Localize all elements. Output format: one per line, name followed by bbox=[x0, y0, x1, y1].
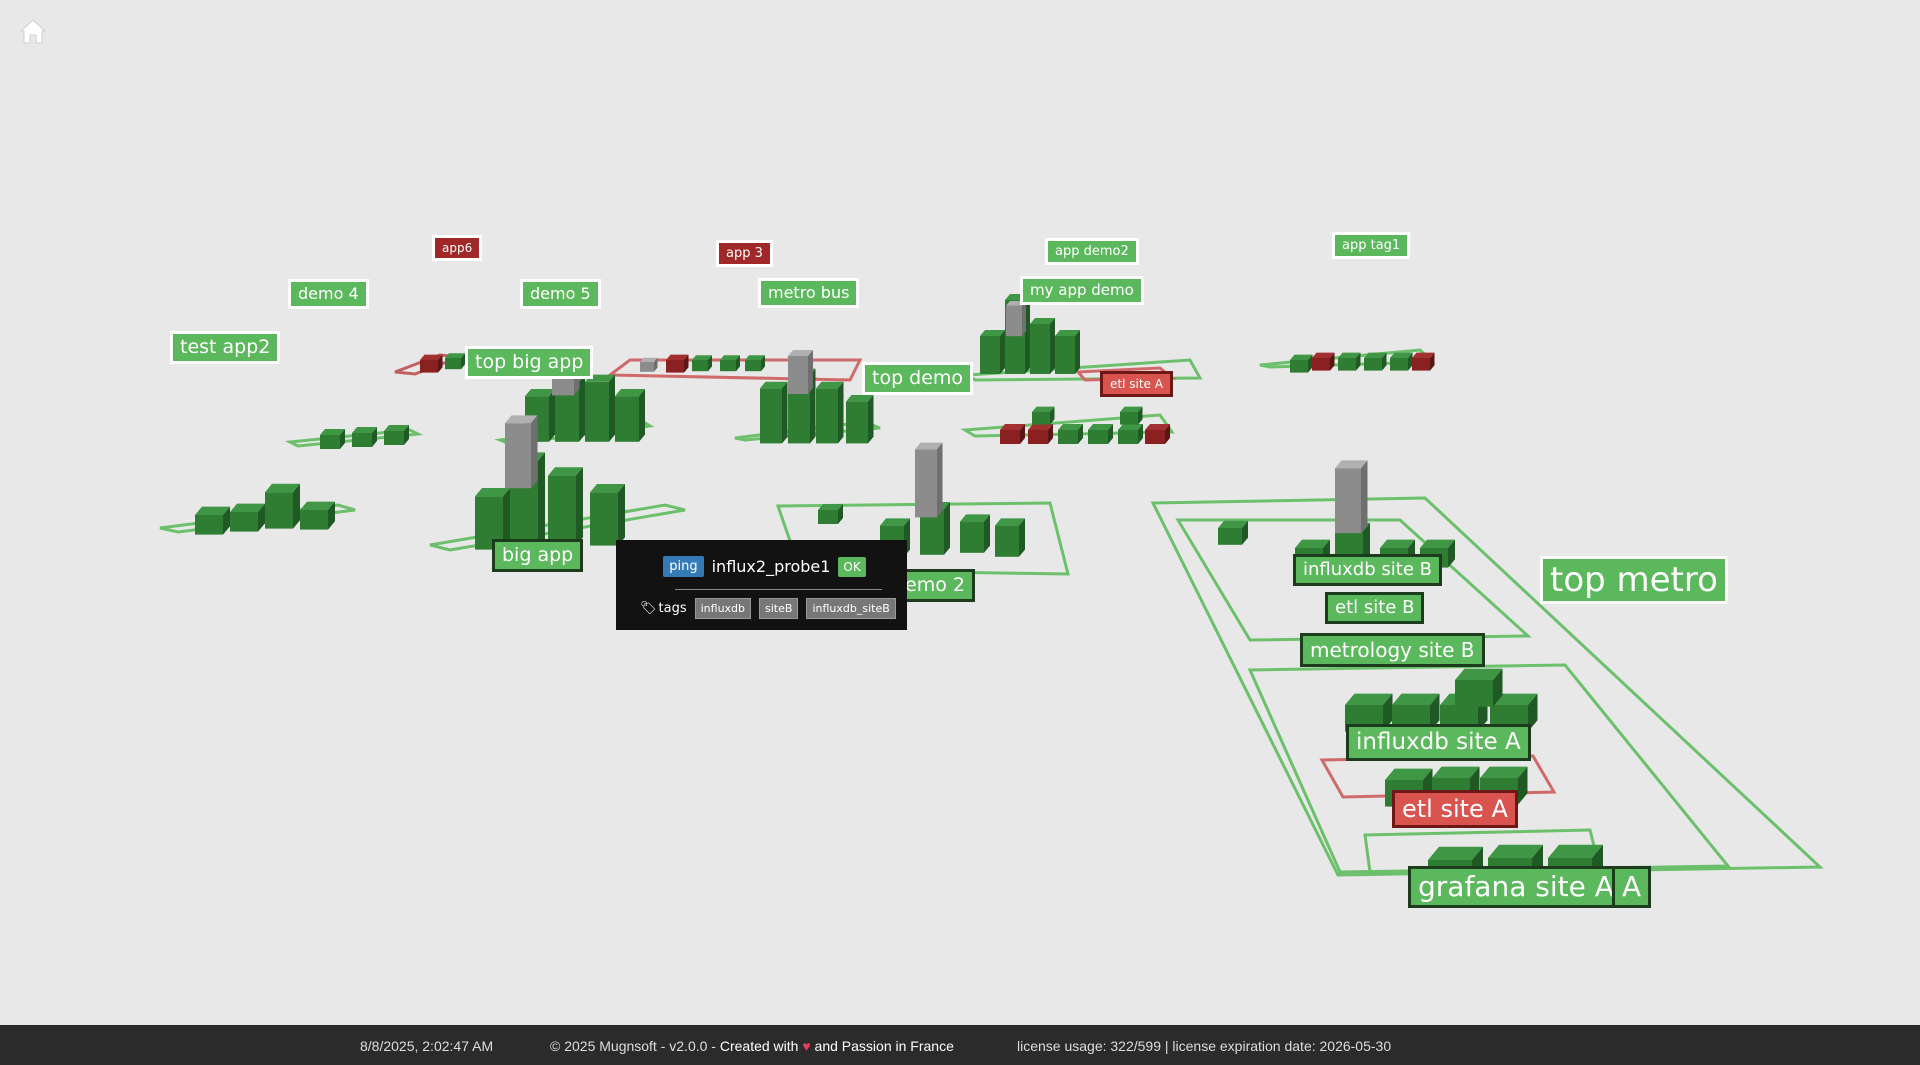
home-button[interactable] bbox=[18, 16, 48, 46]
probe-cube bbox=[1088, 424, 1113, 444]
probe-cube bbox=[846, 395, 874, 417]
probe-cube bbox=[880, 518, 910, 543]
probe-cube bbox=[590, 484, 625, 512]
probe-cube bbox=[300, 501, 335, 530]
tag-chip: influxdb bbox=[694, 598, 752, 619]
probe-cube bbox=[230, 503, 265, 532]
probe-cube bbox=[1218, 520, 1248, 545]
label-big-app[interactable]: big app bbox=[492, 539, 584, 572]
group-plate bbox=[605, 358, 863, 382]
label-test-app2[interactable]: test app2 bbox=[170, 331, 281, 364]
probe-cube bbox=[1032, 406, 1055, 425]
tag-icon: 🏷︎ bbox=[640, 601, 657, 616]
probe-cube bbox=[666, 354, 689, 373]
probe-cube bbox=[1118, 424, 1143, 444]
probe-status-badge: OK bbox=[838, 556, 866, 577]
probe-cube bbox=[615, 389, 645, 413]
probe-cube bbox=[915, 442, 943, 465]
label-top-demo[interactable]: top demo bbox=[862, 362, 974, 395]
probe-cube bbox=[1145, 424, 1170, 444]
probe-cube bbox=[1455, 668, 1503, 707]
label-top-big-app[interactable]: top big app bbox=[465, 346, 594, 379]
label-my-app-demo[interactable]: my app demo bbox=[1020, 276, 1144, 305]
group-plate bbox=[429, 503, 686, 552]
label-top-metro[interactable]: top metro bbox=[1540, 556, 1728, 604]
probe-cube bbox=[1312, 352, 1335, 371]
label-grafana-site-a-suffix[interactable]: A bbox=[1612, 866, 1652, 908]
probe-cube bbox=[195, 506, 230, 535]
footer-datetime: 8/8/2025, 2:02:47 AM bbox=[360, 1038, 494, 1054]
probe-cube bbox=[692, 355, 712, 372]
label-influxdb-site-a[interactable]: influxdb site A bbox=[1346, 724, 1531, 761]
probe-cube bbox=[816, 381, 844, 404]
label-app6[interactable]: app6 bbox=[432, 235, 483, 261]
probe-cube bbox=[1338, 352, 1361, 371]
probe-cube bbox=[585, 374, 615, 399]
footer-credits: © 2025 Mugnsoft - v2.0.0 - Created with … bbox=[550, 1038, 954, 1054]
label-app-demo2[interactable]: app demo2 bbox=[1045, 238, 1139, 265]
probe-cube bbox=[265, 483, 300, 512]
probe-cube bbox=[1028, 424, 1053, 444]
tags-label: tags bbox=[658, 601, 687, 616]
tag-chip: influxdb_siteB bbox=[806, 598, 896, 619]
probe-cube bbox=[788, 350, 813, 370]
label-demo-4[interactable]: demo 4 bbox=[288, 279, 369, 309]
probe-cube bbox=[525, 389, 555, 413]
probe-cube bbox=[420, 354, 443, 373]
label-influxdb-site-b[interactable]: influxdb site B bbox=[1293, 554, 1442, 586]
probe-cube bbox=[995, 518, 1025, 543]
group-plate bbox=[960, 413, 1175, 438]
probe-cube bbox=[980, 330, 1005, 350]
label-demo-5[interactable]: demo 5 bbox=[520, 279, 601, 309]
probe-cube bbox=[1058, 424, 1083, 444]
tooltip-separator bbox=[675, 589, 882, 590]
probe-cube bbox=[548, 467, 583, 496]
probe-cube bbox=[384, 425, 409, 445]
group-plate bbox=[1175, 518, 1532, 642]
heart-icon: ♥ bbox=[802, 1038, 811, 1054]
probe-name: influx2_probe1 bbox=[711, 557, 831, 576]
probe-type-badge: ping bbox=[663, 556, 704, 577]
probe-cube bbox=[1030, 318, 1055, 338]
probe-cube bbox=[818, 504, 843, 524]
label-metrology-site-b[interactable]: metrology site B bbox=[1300, 633, 1485, 667]
probe-cube bbox=[505, 415, 538, 442]
probe-cube bbox=[1412, 352, 1435, 371]
probe-cube bbox=[720, 355, 740, 372]
probe-cube bbox=[352, 427, 377, 447]
label-metro-bus[interactable]: metro bus bbox=[758, 278, 860, 308]
probe-cube bbox=[1120, 406, 1143, 425]
home-icon bbox=[19, 19, 47, 44]
label-etl-site-b[interactable]: etl site B bbox=[1325, 592, 1425, 624]
probe-cube bbox=[1290, 354, 1313, 373]
probe-cube bbox=[1000, 424, 1025, 444]
probe-tooltip: ping influx2_probe1 OK 🏷︎ tags influxdb … bbox=[616, 540, 907, 630]
tag-chip: siteB bbox=[759, 598, 799, 619]
probe-cube bbox=[1335, 460, 1368, 487]
group-plate bbox=[1150, 496, 1824, 877]
probe-cube bbox=[1055, 330, 1080, 350]
probe-cube bbox=[1364, 352, 1387, 371]
footer-license: license usage: 322/599 | license expirat… bbox=[1017, 1038, 1392, 1054]
probe-cube bbox=[960, 514, 990, 539]
probe-cube bbox=[320, 429, 345, 449]
footer-bar: 8/8/2025, 2:02:47 AM © 2025 Mugnsoft - v… bbox=[0, 1025, 1920, 1065]
probe-cube bbox=[1390, 352, 1413, 371]
label-app-tag1[interactable]: app tag1 bbox=[1332, 232, 1411, 259]
label-app-3[interactable]: app 3 bbox=[716, 240, 773, 267]
label-etl-site-a[interactable]: etl site A bbox=[1392, 790, 1518, 828]
probe-cube bbox=[760, 381, 788, 404]
label-grafana-site-a[interactable]: grafana site A bbox=[1408, 866, 1624, 908]
probe-cube bbox=[745, 355, 765, 372]
probe-cube bbox=[640, 357, 658, 372]
probe-cube bbox=[445, 353, 465, 370]
probe-cube bbox=[475, 488, 510, 516]
label-etl-site-a-small[interactable]: etl site A bbox=[1100, 371, 1173, 397]
